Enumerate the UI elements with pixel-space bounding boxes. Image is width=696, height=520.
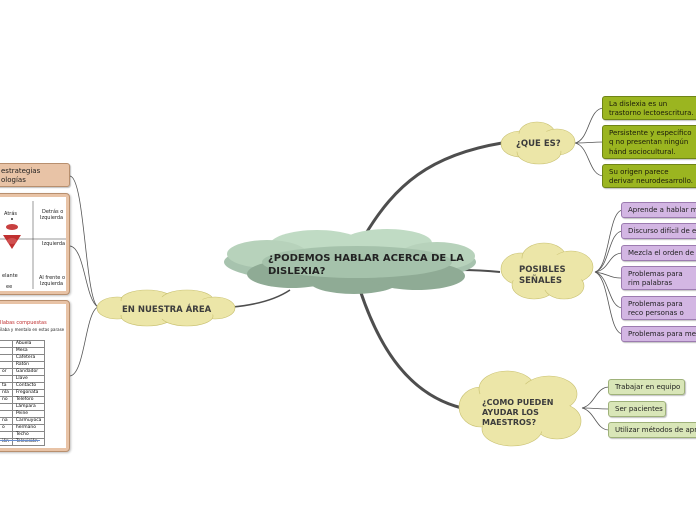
syllables-row: Peine: [0, 411, 45, 418]
syllables-cell-right: Carmuyoca: [12, 418, 45, 425]
syllables-row: Ratón: [0, 362, 45, 369]
que-es-label[interactable]: ¿QUE ES?: [516, 139, 561, 150]
syllables-cell-left: [0, 432, 12, 439]
card2-header: Ilabas compuestas: [0, 320, 47, 326]
maestros-item-3[interactable]: Utilizar métodos de apr: [608, 422, 696, 438]
syllables-row: Abuela: [0, 341, 45, 348]
card1-label-4: Izquierda: [42, 241, 65, 247]
connector-maestros-3: [582, 408, 609, 430]
senales-item-2[interactable]: Discurso difícil de e: [621, 223, 696, 239]
senales-item-6[interactable]: Problemas para me: [621, 326, 696, 342]
syllables-cell-right: Llave: [12, 376, 45, 383]
syllables-cell-right: Fregonata: [12, 390, 45, 397]
card1-label-5: elante: [2, 273, 18, 279]
connector-area-3: [70, 307, 98, 376]
syllables-cell-left: nla: [0, 390, 12, 397]
senales-item-4[interactable]: Problemas para rim palabras: [621, 266, 696, 290]
senales-item-3[interactable]: Mezcla el orden de l: [621, 245, 696, 261]
syllables-cell-left: [0, 404, 12, 411]
syllables-cell-left: [0, 411, 12, 418]
syllables-worksheet: Ilabas compuestas ilaba y mentalo en est…: [0, 304, 66, 448]
syllables-cell-left: [0, 355, 12, 362]
syllables-cell-right: Contacto: [12, 383, 45, 390]
connector-area-2: [70, 246, 98, 307]
card2-footer-line: [0, 440, 40, 441]
que-es-item-1[interactable]: La dislexia es un trastorno lectoescritu…: [602, 96, 696, 120]
que-es-item-2[interactable]: Persistente y específico q no presentan …: [602, 125, 696, 159]
syllables-cell-right: Cafetera: [12, 355, 45, 362]
card1-label-8: ee: [6, 284, 12, 290]
connector-senales-1: [595, 210, 623, 272]
connector-queses-1: [575, 108, 604, 143]
area-strategy-card[interactable]: estrategias ologías: [0, 163, 70, 187]
maestros-item-1[interactable]: Trabajar en equipo: [608, 379, 685, 395]
connector-senales-6: [595, 272, 623, 334]
connector-maestros-1: [582, 387, 609, 408]
syllables-row: Techo: [0, 432, 45, 439]
senales-label[interactable]: POSIBLES SEÑALES: [519, 265, 579, 286]
syllables-cell-right: Ratón: [12, 362, 45, 369]
connector-central-queses: [365, 143, 502, 235]
senales-item-1[interactable]: Aprende a hablar m: [621, 202, 696, 218]
maestros-item-2[interactable]: Ser pacientes: [608, 401, 666, 417]
central-title[interactable]: ¿PODEMOS HABLAR ACERCA DE LA DISLEXIA?: [268, 253, 468, 278]
syllables-cell-right: Gandador: [12, 369, 45, 376]
syllables-row: Llave: [0, 376, 45, 383]
card1-label-7: Izquierda: [40, 281, 63, 287]
syllables-cell-left: o: [0, 425, 12, 432]
syllables-row: Cafetera: [0, 355, 45, 362]
syllables-cell-left: na: [0, 418, 12, 425]
syllables-row: Mesa: [0, 348, 45, 355]
area-image-card-1[interactable]: Atrás Detrás o Izquierda Izquierda elant…: [0, 193, 70, 295]
syllables-cell-left: [0, 341, 12, 348]
connector-central-maestros: [360, 290, 462, 408]
syllables-cell-left: [0, 362, 12, 369]
syllables-cell-left: or: [0, 369, 12, 376]
syllables-cell-right: Techo: [12, 432, 45, 439]
senales-item-5[interactable]: Problemas para reco personas o cosas: [621, 296, 696, 320]
syllables-cell-right: Teleforo: [12, 397, 45, 404]
syllables-cell-left: [0, 376, 12, 383]
syllables-cell-right: Lámpara: [12, 404, 45, 411]
syllables-cell-left: ta: [0, 383, 12, 390]
syllables-cell-right: Abuela: [12, 341, 45, 348]
maestros-label[interactable]: ¿COMO PUEDEN AYUDAR LOS MAESTROS?: [482, 398, 570, 428]
connector-senales-5: [595, 272, 623, 308]
area-label[interactable]: EN NUESTRA ÁREA: [122, 305, 211, 316]
connector-queses-3: [575, 143, 604, 176]
connector-area-1: [70, 176, 98, 307]
connector-maestros-2: [582, 408, 609, 409]
card1-label-1: Atrás: [4, 211, 17, 217]
syllables-cell-left: [0, 348, 12, 355]
syllables-cell-left: no: [0, 397, 12, 404]
connector-queses-2: [575, 142, 604, 143]
que-es-item-3[interactable]: Su origen parece derivar neurodesarrollo…: [602, 164, 696, 188]
card1-label-3: Izquierda: [40, 215, 63, 221]
connector-senales-2: [595, 231, 623, 272]
card2-subheader: ilaba y mentalo en estas parase: [0, 327, 64, 332]
syllables-cell-right: Mesa: [12, 348, 45, 355]
syllables-row: Lámpara: [0, 404, 45, 411]
syllables-cell-right: Peine: [12, 411, 45, 418]
area-image-card-2[interactable]: Ilabas compuestas ilaba y mentalo en est…: [0, 300, 70, 452]
directions-illustration: Atrás Detrás o Izquierda Izquierda elant…: [0, 197, 66, 291]
syllables-cell-right: hermano: [12, 425, 45, 432]
